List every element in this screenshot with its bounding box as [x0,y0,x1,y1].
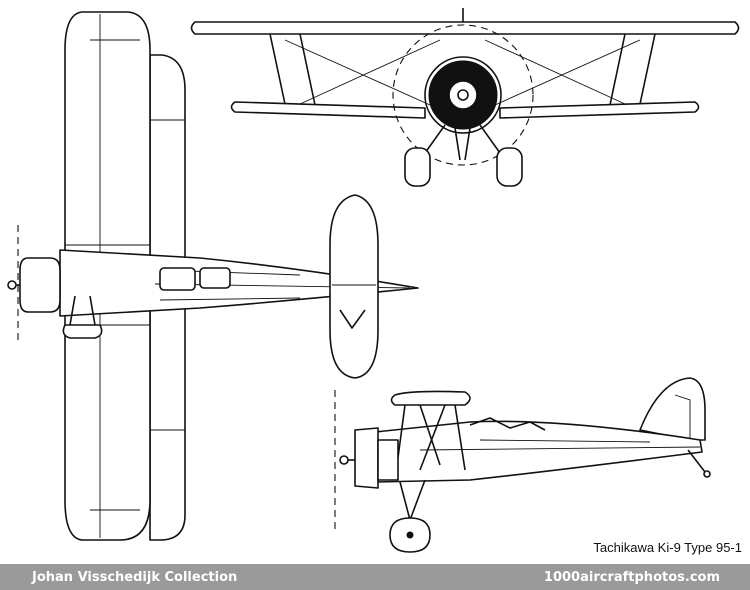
side-engine [354,427,379,489]
footer-bar: Johan Visschedijk Collection 1000aircraf… [0,564,750,590]
plan-fuselage [59,249,419,317]
side-upper-wing [390,390,471,406]
side-view [334,377,711,553]
front-lower-wing [230,101,426,119]
front-right-wheel [496,147,523,187]
figure-caption: Tachikawa Ki-9 Type 95-1 [593,540,742,555]
propeller-disc [392,24,534,166]
footer-collection-credit: Johan Visschedijk Collection [32,569,238,585]
three-view-drawing [7,8,740,553]
front-upper-wing [190,21,740,35]
front-view [190,8,740,187]
plan-tailplane [329,194,379,379]
plan-view [7,11,419,541]
side-fuselage [374,420,703,483]
footer-site-link[interactable]: 1000aircraftphotos.com [543,569,720,585]
front-left-wheel [404,147,431,187]
side-fin [639,377,706,441]
plan-engine-cowling [19,257,61,313]
